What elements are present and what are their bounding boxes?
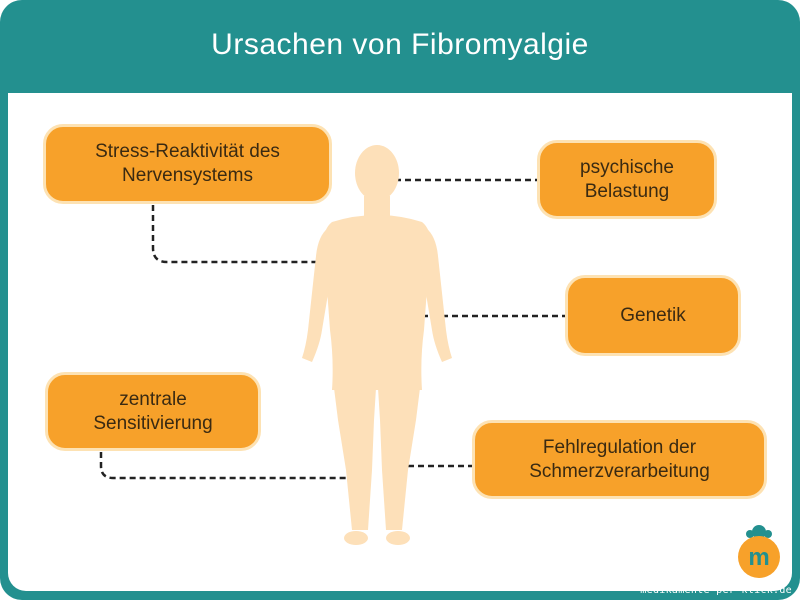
- box-genetik: Genetik: [565, 275, 741, 356]
- label-line: Genetik: [620, 304, 686, 326]
- watermark-text: medikamente-per-klick.de: [640, 585, 792, 596]
- label-line: Fehlregulation der: [542, 436, 697, 458]
- box-psychische-belastung: psychische Belastung: [537, 140, 717, 219]
- box-stress-reaktivitaet: Stress-Reaktivität des Nervensystems: [43, 124, 332, 204]
- figure-left-foot: [344, 531, 368, 545]
- figure-torso: [323, 215, 431, 390]
- brand-logo-icon: m: [738, 525, 780, 578]
- label-line: Belastung: [584, 180, 670, 202]
- connector-zentral: [99, 452, 350, 480]
- figure-head: [355, 145, 399, 201]
- figure-right-leg: [378, 388, 420, 530]
- figure-left-leg: [334, 388, 376, 530]
- label-line: Nervensystems: [122, 165, 253, 186]
- label-line: Stress-Reaktivität des: [95, 141, 280, 162]
- connector-stress: [151, 205, 330, 264]
- page-title: Ursachen von Fibromyalgie: [211, 28, 589, 61]
- label-line: Schmerzverarbeitung: [529, 460, 710, 482]
- label-line: zentrale: [119, 388, 187, 410]
- label-line: psychische: [580, 156, 674, 178]
- figure-left-arm: [302, 228, 334, 362]
- figure-right-foot: [386, 531, 410, 545]
- box-zentrale-sensitivierung: zentrale Sensitivierung: [45, 372, 261, 451]
- label-line: Sensitivierung: [93, 412, 213, 434]
- box-fehlregulation-schmerz: Fehlregulation der Schmerzverarbeitung: [472, 420, 767, 499]
- figure-right-arm: [420, 228, 452, 362]
- logo-letter: m: [748, 544, 769, 571]
- figure-neck: [364, 196, 390, 218]
